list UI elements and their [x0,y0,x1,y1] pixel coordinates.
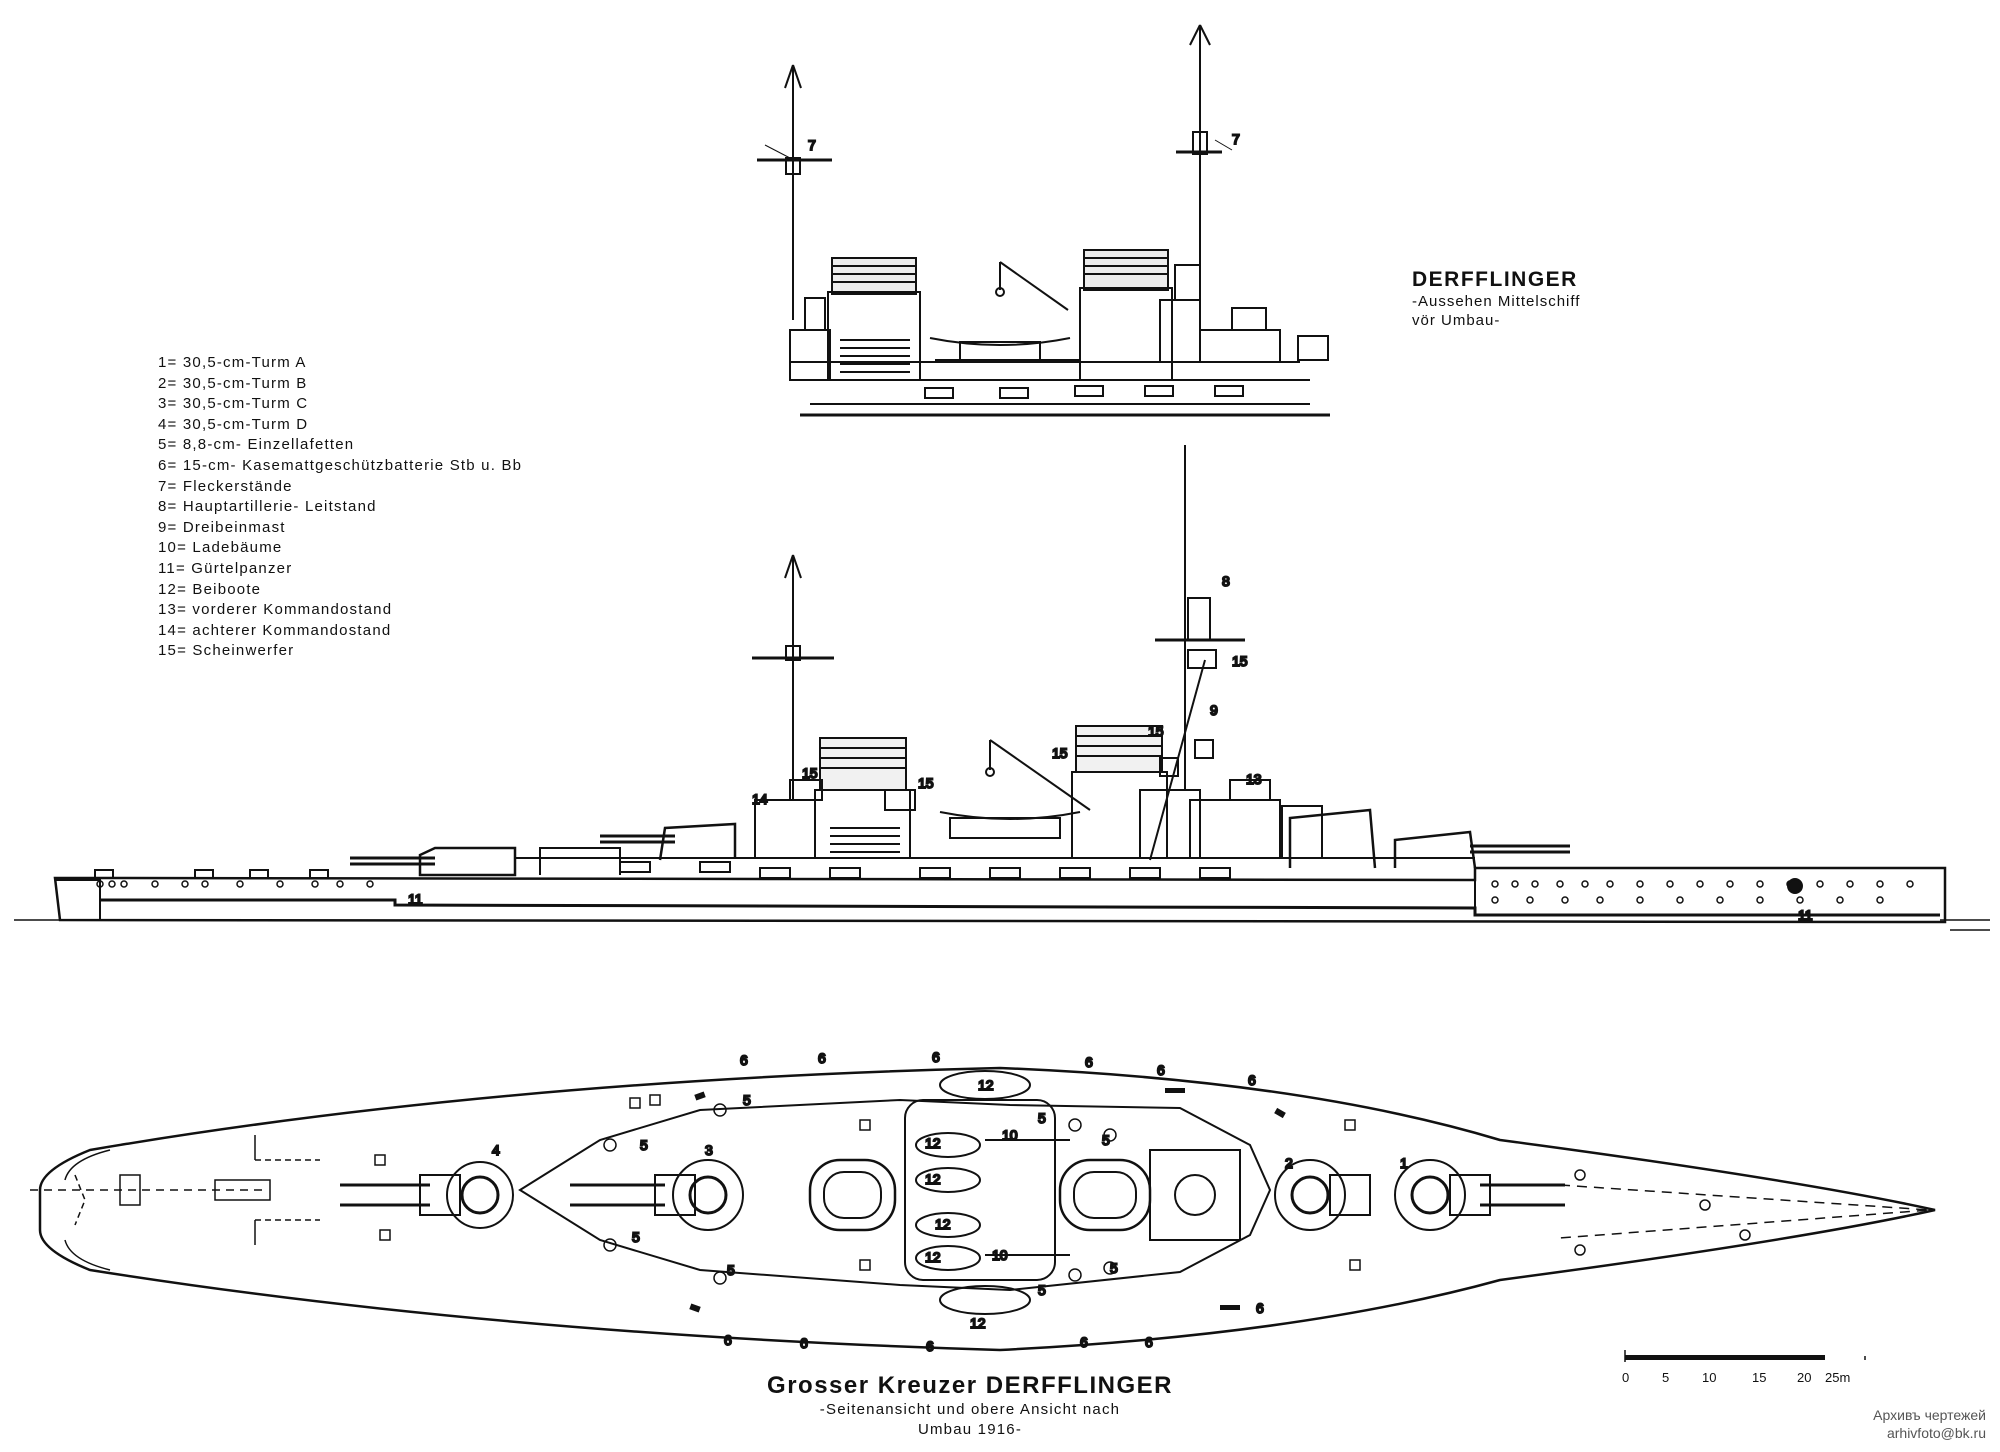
side-elevation-after-refit [14,445,1990,931]
callout-15-funnel: 15 [918,775,934,791]
callout-6-b6: 6 [1256,1300,1264,1316]
callout-5-c7: 5 [1110,1260,1118,1276]
callout-6-b1: 6 [724,1332,732,1348]
top-view-title: DERFFLINGER [1412,268,1578,291]
legend-item: 7= Fleckerstände [158,477,293,495]
callout-6-t5: 6 [1157,1062,1165,1078]
legend-item: 13= vorderer Kommandostand [158,601,393,619]
scale-tick-label: 5 [1662,1370,1670,1385]
legend-item: 15= Scheinwerfer [158,642,295,660]
callout-15-mast: 15 [1232,653,1248,669]
callout-15-mid: 15 [1148,723,1164,739]
scale-tick-label: 10 [1702,1370,1717,1385]
top-view-title-block: DERFFLINGER -Aussehen Mittelschiff vör U… [1412,268,1580,330]
main-title: Grosser Kreuzer DERFFLINGER [767,1372,1173,1399]
callout-8: 8 [1222,573,1230,589]
callout-6-b3: 6 [926,1338,934,1354]
callout-5-c5: 5 [1038,1110,1046,1126]
scale-tick-label: 20 [1797,1370,1812,1385]
callout-13: 13 [1246,771,1262,787]
legend-item: 10= Ladebäume [158,539,283,557]
callout-9: 9 [1210,702,1218,718]
callout-15-crane: 15 [1052,745,1068,761]
callout-5-c6: 5 [1102,1132,1110,1148]
callout-6-t2: 6 [818,1050,826,1066]
legend-item: 14= achterer Kommandostand [158,621,392,639]
legend-item: 4= 30,5-cm-Turm D [158,415,309,433]
callout-5-c8: 5 [1038,1282,1046,1298]
callout-4: 4 [492,1142,500,1158]
callout-5-c4: 5 [727,1262,735,1278]
archive-name: Архивъ чертежей [1873,1407,1986,1423]
callout-11-aft: 11 [408,891,423,907]
callout-5-c2: 5 [743,1092,751,1108]
callout-6-b5: 6 [1145,1334,1153,1350]
callout-12-top: 12 [978,1077,994,1093]
callout-6-t3: 6 [932,1049,940,1065]
callout-6-b2: 6 [800,1335,808,1351]
scale-tick-label: 15 [1752,1370,1767,1385]
legend-item: 2= 30,5-cm-Turm B [158,374,308,392]
plan-view [30,1066,1936,1352]
legend-item: 3= 30,5-cm-Turm C [158,395,309,413]
scale-tick-label: 25m [1825,1370,1851,1385]
legend-item: 6= 15-cm- Kasemattgeschützbatterie Stb u… [158,456,523,474]
archive-email: arhivfoto@bk.ru [1886,1425,1986,1441]
top-view-subtitle-1: -Aussehen Mittelschiff [1412,293,1581,310]
legend-item: 8= Hauptartillerie- Leitstand [158,498,377,516]
midship-elevation-before-refit [757,24,1330,417]
callout-6-b4: 6 [1080,1334,1088,1350]
callout-14: 14 [752,791,768,807]
legend-item: 9= Dreibeinmast [158,518,286,536]
callout-12-b1: 12 [925,1135,941,1151]
legend: 1= 30,5-cm-Turm A 2= 30,5-cm-Turm B 3= 3… [158,353,522,662]
callout-10-bottom: 10 [992,1247,1008,1263]
scale-bar [1624,1350,1866,1362]
main-subtitle-2: Umbau 1916- [917,1421,1023,1438]
archive-watermark: Архивъ чертежей arhivfoto@bk.ru [1836,1406,1986,1442]
callout-7-fwd: 7 [1232,131,1240,147]
callout-5-c3: 5 [632,1229,640,1245]
legend-item: 12= Beiboote [158,580,262,598]
callout-5-c1: 5 [640,1137,648,1153]
top-view-subtitle-2: vör Umbau- [1412,312,1501,329]
callout-7-aft: 7 [808,137,816,153]
legend-item: 5= 8,8-cm- Einzellafetten [158,436,355,454]
callout-6-t6: 6 [1248,1072,1256,1088]
callout-15-aft: 15 [802,765,818,781]
callout-1: 1 [1400,1155,1408,1171]
callout-11-fwd: 11 [1798,907,1813,923]
callout-10-top: 10 [1002,1127,1018,1143]
callout-12-b3: 12 [935,1216,951,1232]
legend-item: 1= 30,5-cm-Turm A [158,354,307,371]
callout-2: 2 [1285,1155,1293,1171]
callout-12-bottom: 12 [970,1315,986,1331]
callout-12-b2: 12 [925,1171,941,1187]
callout-6-t4: 6 [1085,1054,1093,1070]
main-subtitle-1: -Seitenansicht und obere Ansicht nach [819,1401,1121,1418]
callout-3: 3 [705,1142,713,1158]
scale-tick-label: 0 [1622,1370,1630,1385]
main-title-block: Grosser Kreuzer DERFFLINGER -Seitenansic… [680,1372,1260,1440]
callout-6-t1: 6 [740,1052,748,1068]
legend-item: 11= Gürtelpanzer [158,559,293,577]
callout-12-b4: 12 [925,1249,941,1265]
